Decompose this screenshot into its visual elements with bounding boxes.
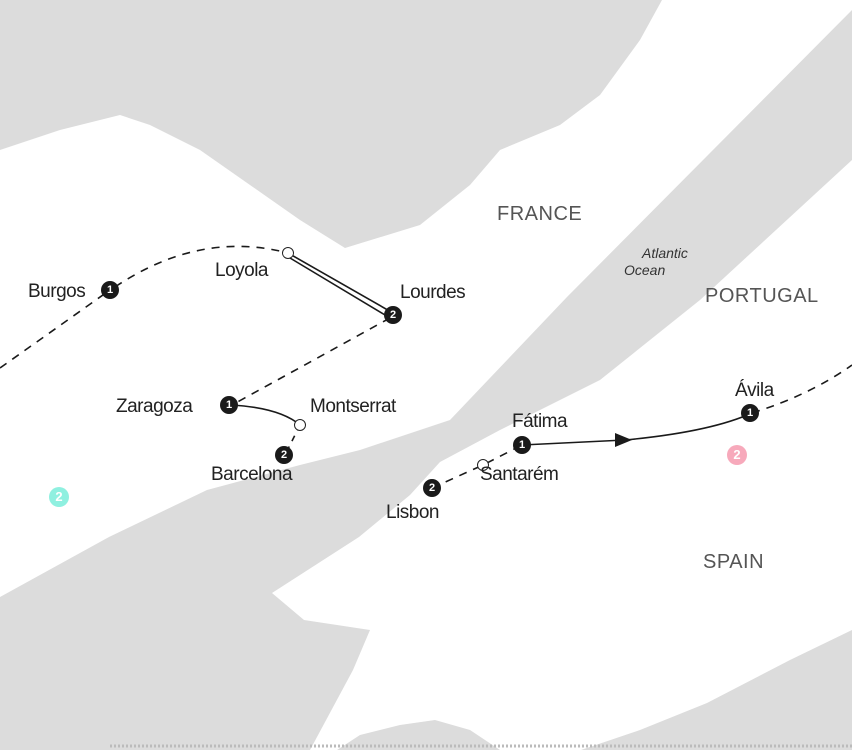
- city-label-lisbon[interactable]: Lisbon: [386, 502, 440, 523]
- info-badge-pink[interactable]: 2: [727, 445, 747, 465]
- city-marker-lourdes[interactable]: 2: [384, 306, 402, 324]
- info-badge-cyan[interactable]: 2: [49, 487, 69, 507]
- city-marker-avila[interactable]: 1: [741, 404, 759, 422]
- country-label-france: FRANCE: [497, 203, 583, 225]
- city-label-avila[interactable]: Ávila: [735, 380, 774, 401]
- city-marker-burgos[interactable]: 1: [101, 281, 119, 299]
- route-segment: [289, 257, 391, 319]
- city-label-santarem[interactable]: Santarém: [480, 464, 559, 485]
- stop-marker-santarem[interactable]: [477, 459, 489, 471]
- route-segment: [231, 404, 301, 426]
- country-label-spain: SPAIN: [703, 551, 765, 573]
- city-label-montserrat[interactable]: Montserrat: [310, 396, 396, 417]
- route-segment: [114, 245, 289, 288]
- city-label-barcelona[interactable]: Barcelona: [211, 464, 293, 485]
- sea-south-bump: [337, 720, 500, 750]
- sea-southeast: [581, 630, 852, 750]
- route-segment: [521, 412, 753, 446]
- route-segment: [231, 317, 391, 406]
- sea-north: [0, 0, 662, 248]
- city-marker-lisbon[interactable]: 2: [423, 479, 441, 497]
- city-label-fatima[interactable]: Fátima: [512, 411, 568, 432]
- route-segment: [287, 252, 394, 314]
- city-label-burgos[interactable]: Burgos: [28, 281, 86, 302]
- stop-marker-montserrat[interactable]: [294, 419, 306, 431]
- city-label-lourdes[interactable]: Lourdes: [400, 282, 466, 303]
- city-marker-zaragoza[interactable]: 1: [220, 396, 238, 414]
- city-marker-barcelona[interactable]: 2: [275, 446, 293, 464]
- route-lines: [0, 245, 852, 489]
- city-label-loyola[interactable]: Loyola: [215, 260, 269, 281]
- sea-atlantic-band: [0, 10, 852, 750]
- direction-arrow-icon: [615, 433, 632, 447]
- city-marker-fatima[interactable]: 1: [513, 436, 531, 454]
- ocean-label: Atlantic Ocean: [624, 245, 688, 279]
- route-segment: [431, 444, 523, 489]
- ocean-label-line1: Atlantic: [642, 245, 688, 261]
- stop-marker-loyola[interactable]: [282, 247, 294, 259]
- city-label-zaragoza[interactable]: Zaragoza: [116, 396, 193, 417]
- country-label-portugal: PORTUGAL: [705, 285, 819, 307]
- ocean-label-line2: Ocean: [624, 262, 666, 278]
- route-segment: [0, 289, 111, 369]
